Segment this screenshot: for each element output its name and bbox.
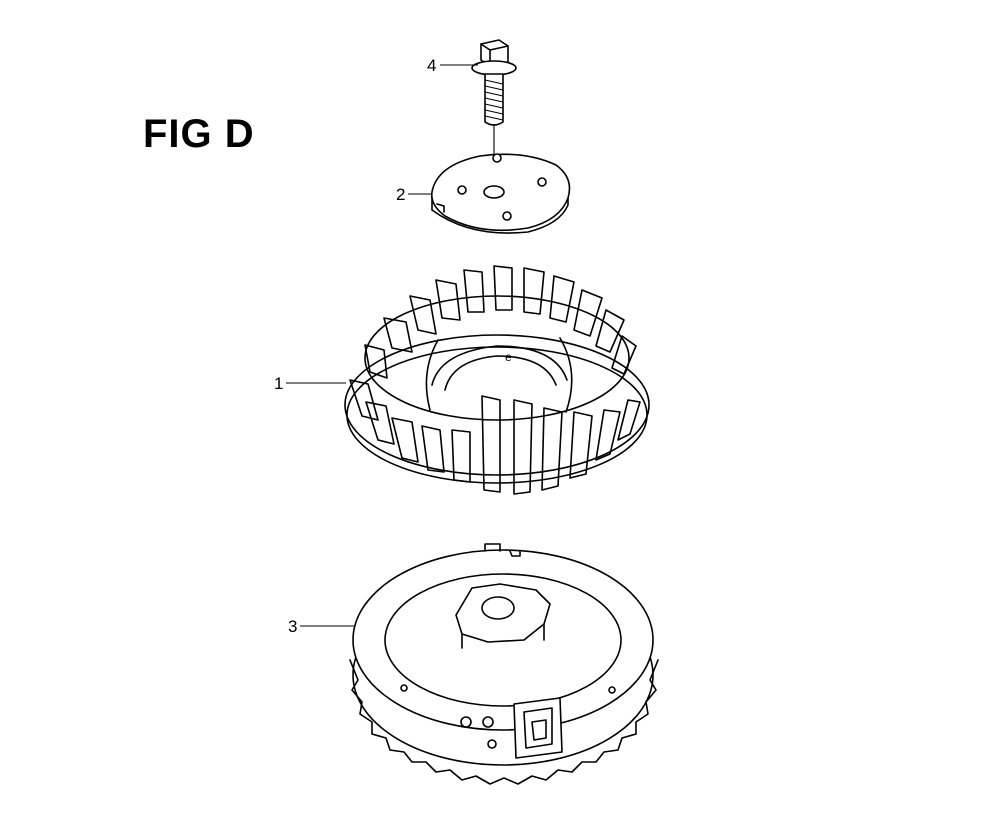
callout-number-3: 3 bbox=[288, 617, 297, 636]
callout-1: 1 bbox=[274, 374, 346, 393]
svg-text:e: e bbox=[505, 350, 512, 364]
callout-number-2: 2 bbox=[396, 185, 405, 204]
callout-number-1: 1 bbox=[274, 374, 283, 393]
callout-4: 4 bbox=[427, 56, 478, 75]
cooling-fan-part[interactable]: e bbox=[344, 265, 650, 495]
figure-title: FIG D bbox=[143, 112, 255, 156]
flywheel-part[interactable] bbox=[349, 543, 659, 785]
callout-2: 2 bbox=[396, 185, 432, 204]
plate-part[interactable] bbox=[430, 153, 571, 234]
bolt-part[interactable] bbox=[471, 39, 517, 126]
callout-number-4: 4 bbox=[427, 56, 436, 75]
callout-3: 3 bbox=[288, 617, 354, 636]
